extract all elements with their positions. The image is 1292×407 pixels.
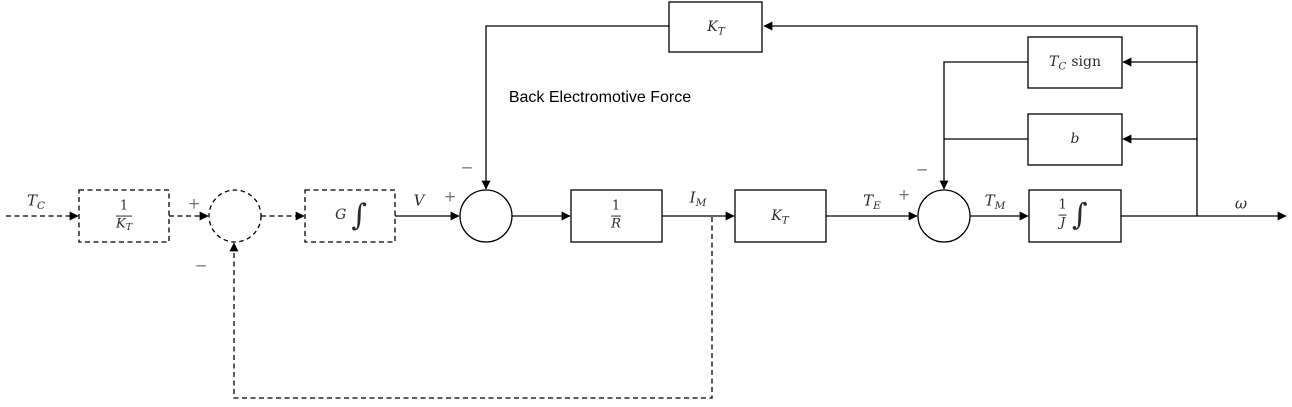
- block-kt-top-box: [668, 1, 763, 53]
- signal-v-base: V: [413, 191, 425, 210]
- sum-junction-3: [917, 189, 971, 243]
- kt-label: KT: [771, 208, 788, 226]
- signal-label-omega: ω: [1234, 194, 1248, 213]
- sign-word: sign: [1071, 54, 1102, 70]
- fraction-numerator: 1: [119, 198, 129, 214]
- fraction-bar: [611, 215, 621, 217]
- fraction-1-over-j: 1 J: [1058, 197, 1067, 232]
- tc-sub: C: [1058, 60, 1067, 73]
- block-label-kt: KT: [771, 208, 788, 226]
- signal-im-base: I: [689, 188, 696, 207]
- signal-label-te: TE: [863, 191, 881, 212]
- block-label-g-integral: G ∫: [335, 198, 367, 233]
- bemf-feedback-right-line: [763, 21, 1198, 216]
- fraction-bar: [115, 215, 133, 217]
- tcsign-feedback-line: [939, 61, 1028, 190]
- minus-sign-sum3: −: [915, 160, 929, 179]
- signal-tc-base: T: [26, 191, 37, 210]
- fraction-denominator: R: [611, 216, 621, 233]
- signal-label-tm: TM: [984, 191, 1006, 212]
- block-label-1-over-r: 1 R: [611, 198, 621, 233]
- block-label-kt-top: KT: [707, 19, 724, 37]
- fraction-numerator: 1: [1058, 197, 1067, 213]
- kt-base: K: [771, 208, 782, 224]
- current-feedback-loop: [229, 217, 713, 399]
- fraction-denominator: J: [1060, 215, 1066, 232]
- fraction-1-over-r: 1 R: [611, 198, 621, 233]
- plus-sign-sum1: +: [187, 194, 201, 213]
- signal-tc-sub: C: [36, 200, 46, 212]
- tc-base: T: [1048, 54, 1059, 70]
- signal-label-v: V: [413, 191, 425, 210]
- block-label-1-over-kt: 1 KT: [115, 198, 133, 233]
- signal-tm-sub: M: [994, 200, 1006, 212]
- signal-omega-base: ω: [1234, 194, 1248, 213]
- kt-top-label: KT: [707, 19, 724, 37]
- sum-junction-1: [208, 189, 262, 243]
- minus-sign-sum1: −: [194, 256, 208, 275]
- plus-sign-sum3: +: [897, 185, 911, 204]
- bemf-feedback-left-line: [481, 25, 669, 190]
- den-base: J: [1060, 215, 1066, 231]
- block-label-1-over-j-integral: 1 J ∫: [1058, 197, 1088, 233]
- den-base: R: [611, 216, 621, 232]
- tc-part: TC: [1048, 54, 1066, 72]
- kt-base: K: [707, 19, 718, 35]
- den-sub: T: [125, 222, 133, 233]
- signal-tm-base: T: [984, 191, 995, 210]
- signal-te-base: T: [863, 191, 874, 210]
- block-1-over-kt-box: [78, 189, 170, 243]
- annotation-back-emf: Back Electromotive Force: [508, 89, 692, 106]
- kt-sub: T: [717, 25, 725, 38]
- signal-im-sub: M: [695, 197, 707, 209]
- plus-sign-sum2: +: [443, 187, 457, 206]
- fraction-denominator: KT: [115, 216, 133, 233]
- block-label-tc-sign: TC sign: [1048, 54, 1102, 72]
- signal-label-im: IM: [689, 188, 707, 209]
- fraction-bar: [1058, 214, 1067, 216]
- kt-sub: T: [781, 214, 789, 227]
- den-base: K: [115, 216, 126, 232]
- signal-label-tc: TC: [26, 191, 46, 212]
- fraction-numerator: 1: [611, 198, 621, 214]
- b-label: b: [1070, 131, 1080, 147]
- block-label-b: b: [1071, 132, 1080, 146]
- signal-te-sub: E: [873, 200, 881, 212]
- fraction-1-over-kt: 1 KT: [115, 198, 133, 233]
- block-g-integral-box: [304, 189, 396, 243]
- gain-g: G: [335, 207, 347, 223]
- minus-sign-sum2: −: [460, 158, 474, 177]
- sum-junction-2: [459, 189, 513, 243]
